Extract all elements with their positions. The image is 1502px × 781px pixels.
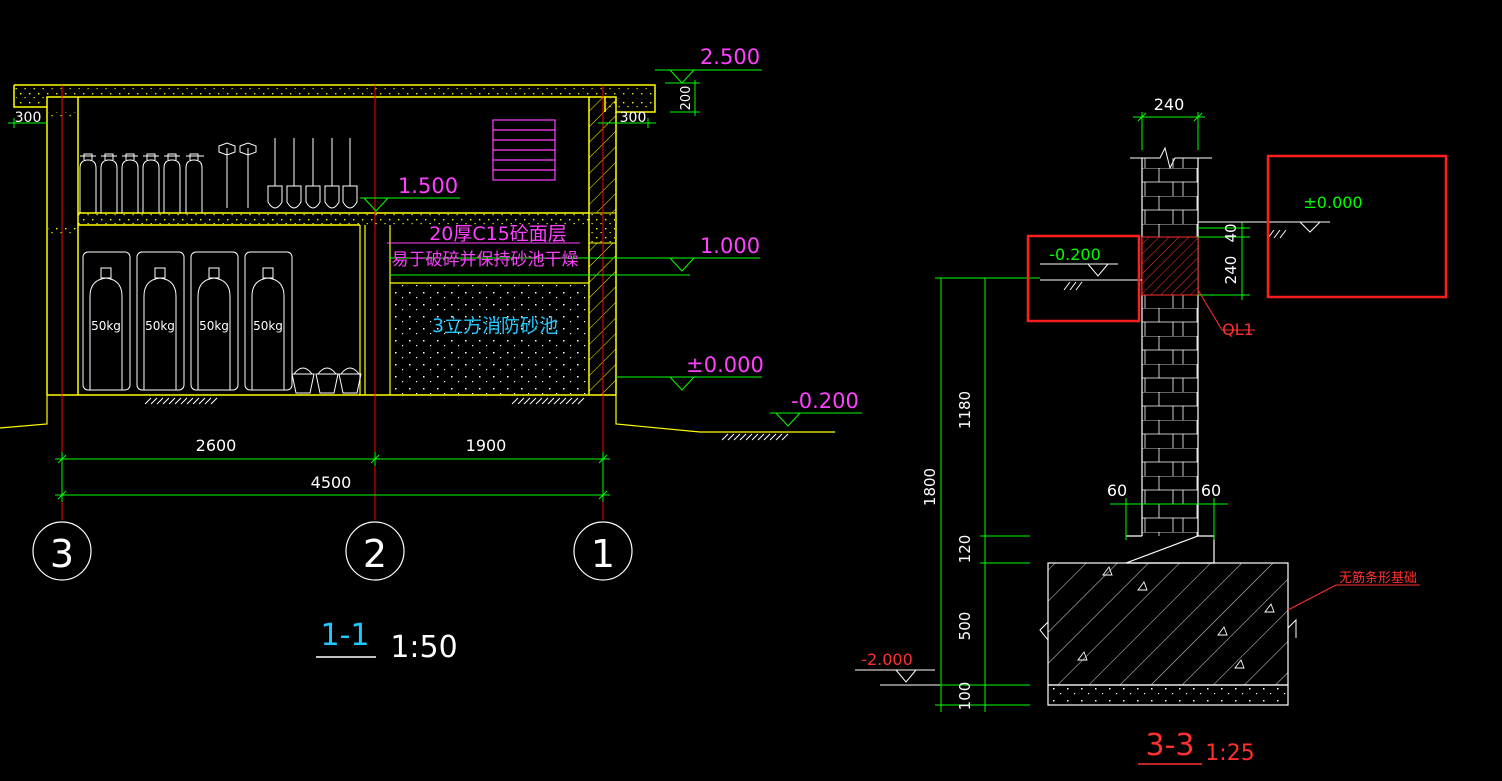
wall-dims <box>935 112 1250 712</box>
dim-roof-thickness: 200 <box>679 86 694 111</box>
shovels <box>267 138 358 209</box>
roof-slab <box>13 84 656 113</box>
section-scale-3-3: 1:25 <box>1205 741 1254 766</box>
highlight-box-outer <box>1266 154 1448 299</box>
dim-ql1-offset: 40 <box>1222 223 1240 242</box>
dim-footing-height: 500 <box>956 612 974 641</box>
highlight-box-inner <box>1026 234 1141 323</box>
section-1-1: 50kg 50kg 50kg 50kg 2.500 <box>0 45 862 665</box>
vent-louver <box>492 119 556 181</box>
dim-wall-width: 240 <box>1154 95 1185 114</box>
brick-wall <box>1125 146 1215 564</box>
shelf-slab <box>78 212 589 395</box>
elevation-bottom: -2.000 <box>861 650 913 669</box>
dim-ql1-height: 240 <box>1222 256 1240 285</box>
dim-wall-height: 1180 <box>956 391 974 429</box>
elevation-floor: ±0.000 <box>686 353 764 377</box>
dim-step-left: 60 <box>1107 481 1127 500</box>
elevation-ground: -0.200 <box>791 389 859 413</box>
overhang-dims <box>8 118 656 128</box>
label-ql1: QL1 <box>1222 320 1254 339</box>
elevation-inner: -0.200 <box>1049 245 1101 264</box>
dim-step-right: 60 <box>1201 481 1221 500</box>
dim-total: 4500 <box>311 473 352 492</box>
cylinder-label: 50kg <box>253 319 283 333</box>
section-3-3: 240 240 40 1800 1180 120 500 100 60 60 -… <box>855 95 1448 766</box>
dim-left-overhang: 300 <box>15 110 42 126</box>
sand-pit-label: 3立方消防砂池 <box>432 315 558 337</box>
note-concrete-layer: 20厚C15砼面层 <box>429 223 567 245</box>
axis-label-2: 2 <box>363 532 387 576</box>
large-extinguishers: 50kg 50kg 50kg 50kg <box>82 251 293 391</box>
horizontal-dims <box>55 452 610 502</box>
section-title-3-3: 3-3 <box>1146 728 1195 763</box>
note-sand-dry: 易于破碎并保持砂池干燥 <box>392 250 579 270</box>
elevation-sand: 1.000 <box>700 234 760 258</box>
section-scale-1-1: 1:50 <box>390 630 457 665</box>
axis-label-3: 3 <box>50 532 74 576</box>
elevation-marks-3-3 <box>855 221 1330 686</box>
cylinder-label: 50kg <box>91 319 121 333</box>
elevation-outer: ±0.000 <box>1303 193 1362 212</box>
dim-cushion-height: 100 <box>956 682 974 711</box>
sand-pit <box>389 225 589 395</box>
small-extinguishers <box>79 153 204 213</box>
cylinder-label: 50kg <box>199 319 229 333</box>
floor-ground <box>0 394 835 441</box>
axis-lines <box>61 85 604 520</box>
fire-buckets <box>291 367 362 394</box>
section-title-1-1: 1-1 <box>321 618 370 653</box>
strip-footing <box>1039 562 1297 706</box>
dim-span-right: 1900 <box>466 436 507 455</box>
cylinder-label: 50kg <box>145 319 175 333</box>
elevation-shelf: 1.500 <box>398 174 458 198</box>
label-footing: 无筋条形基础 <box>1339 570 1417 586</box>
fire-axes <box>218 142 257 208</box>
dim-step-height: 120 <box>956 535 974 564</box>
elevation-marks <box>360 69 862 427</box>
axis-label-1: 1 <box>591 532 615 576</box>
dim-span-left: 2600 <box>196 436 237 455</box>
elevation-roof: 2.500 <box>700 45 760 69</box>
dim-height-total: 1800 <box>921 468 939 506</box>
dim-right-overhang: 300 <box>620 110 647 126</box>
axis-bubbles <box>32 521 633 581</box>
